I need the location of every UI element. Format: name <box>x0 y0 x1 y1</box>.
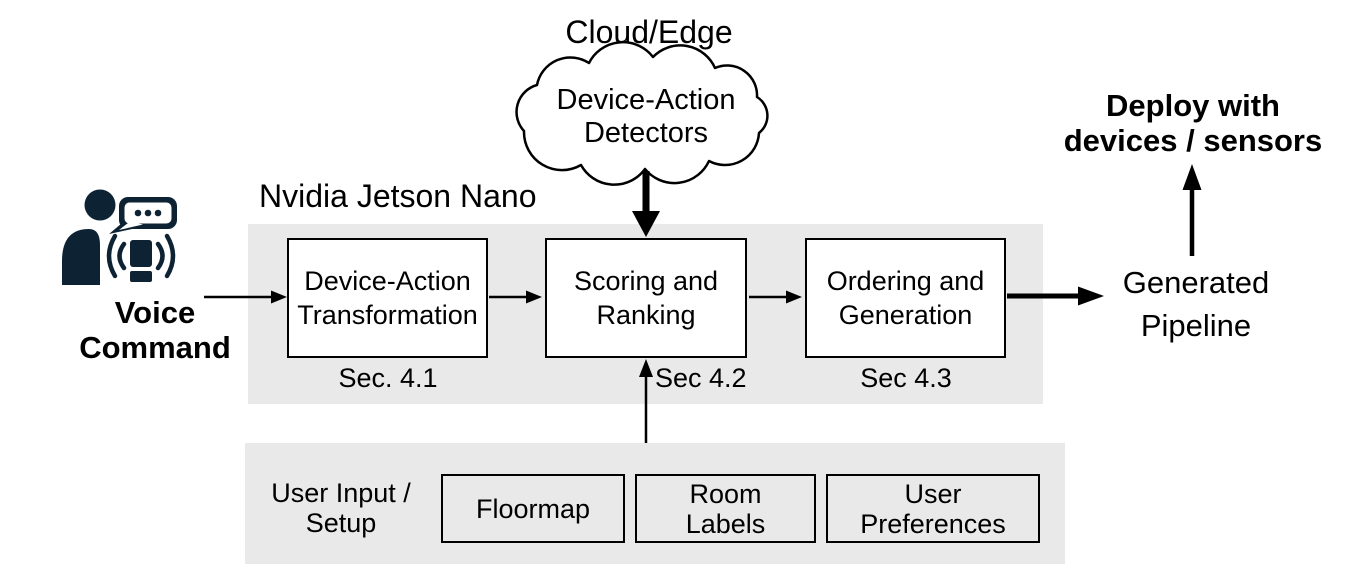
user-setup-label: User Input / Setup <box>260 478 422 538</box>
deploy-line1: Deploy with <box>1106 88 1280 123</box>
cloud-label-line2: Detectors <box>583 117 709 149</box>
arrow-voice-to-transformation <box>204 290 287 304</box>
cloud-label-line1: Device-Action <box>556 84 736 116</box>
cloud-label: Device-Action Detectors <box>541 84 751 150</box>
person-body-icon <box>62 229 100 285</box>
setup-item-line2: Labels <box>685 508 766 539</box>
voice-label-line1: Voice <box>114 295 196 330</box>
stage-label-line1: Ordering and <box>826 266 985 296</box>
arrow-transformation-to-scoring <box>489 290 542 304</box>
sound-waves-icon <box>106 233 176 279</box>
cloud-edge-title: Cloud/Edge <box>565 14 733 50</box>
speech-bubble-icon <box>109 197 177 234</box>
user-setup-line2: Setup <box>305 508 377 538</box>
stage-label-line1: Device-Action <box>304 266 471 296</box>
stage-label-line2: Transformation <box>297 300 478 330</box>
setup-item-line1: Room <box>689 478 762 509</box>
smart-speaker-icon <box>130 240 152 282</box>
stage-scoring-ranking: Scoring and Ranking <box>545 238 747 358</box>
generated-line2: Pipeline <box>1140 308 1252 343</box>
deploy-label: Deploy with devices / sensors <box>1040 88 1346 158</box>
stage-ordering-generation: Ordering and Generation <box>805 238 1006 358</box>
generated-line1: Generated <box>1122 265 1270 300</box>
cloud-shape <box>515 40 769 186</box>
user-setup-line1: User Input / <box>271 478 411 508</box>
voice-command-icon <box>62 189 177 285</box>
arrow-setup-to-scoring <box>639 359 653 443</box>
setup-item-user-preferences: User Preferences <box>826 474 1040 543</box>
jetson-panel-title: Nvidia Jetson Nano <box>259 178 537 214</box>
arrow-ordering-to-generated <box>1007 286 1104 306</box>
section-label-4-3: Sec 4.3 <box>860 363 952 393</box>
voice-command-label: Voice Command <box>35 295 275 365</box>
setup-item-line1: User <box>904 478 962 509</box>
setup-item-room-labels: Room Labels <box>635 474 816 543</box>
voice-label-line2: Command <box>79 330 231 365</box>
deploy-line2: devices / sensors <box>1063 123 1323 158</box>
setup-item-line2: Preferences <box>860 508 1006 539</box>
section-label-4-1: Sec. 4.1 <box>338 363 438 393</box>
stage-label-line1: Scoring and <box>573 266 719 296</box>
setup-item-floormap: Floormap <box>441 474 625 543</box>
stage-label-line2: Ranking <box>596 300 696 330</box>
section-label-4-2: Sec 4.2 <box>655 363 747 393</box>
arrow-cloud-to-scoring <box>632 171 660 237</box>
arrow-generated-to-deploy <box>1182 164 1202 256</box>
person-head-icon <box>84 189 116 221</box>
generated-pipeline-label: Generated Pipeline <box>1101 261 1291 347</box>
setup-item-label: Floormap <box>475 493 591 524</box>
stage-device-action-transformation: Device-Action Transformation <box>287 238 488 358</box>
arrow-scoring-to-ordering <box>749 290 802 304</box>
stage-label-line2: Generation <box>838 300 973 330</box>
